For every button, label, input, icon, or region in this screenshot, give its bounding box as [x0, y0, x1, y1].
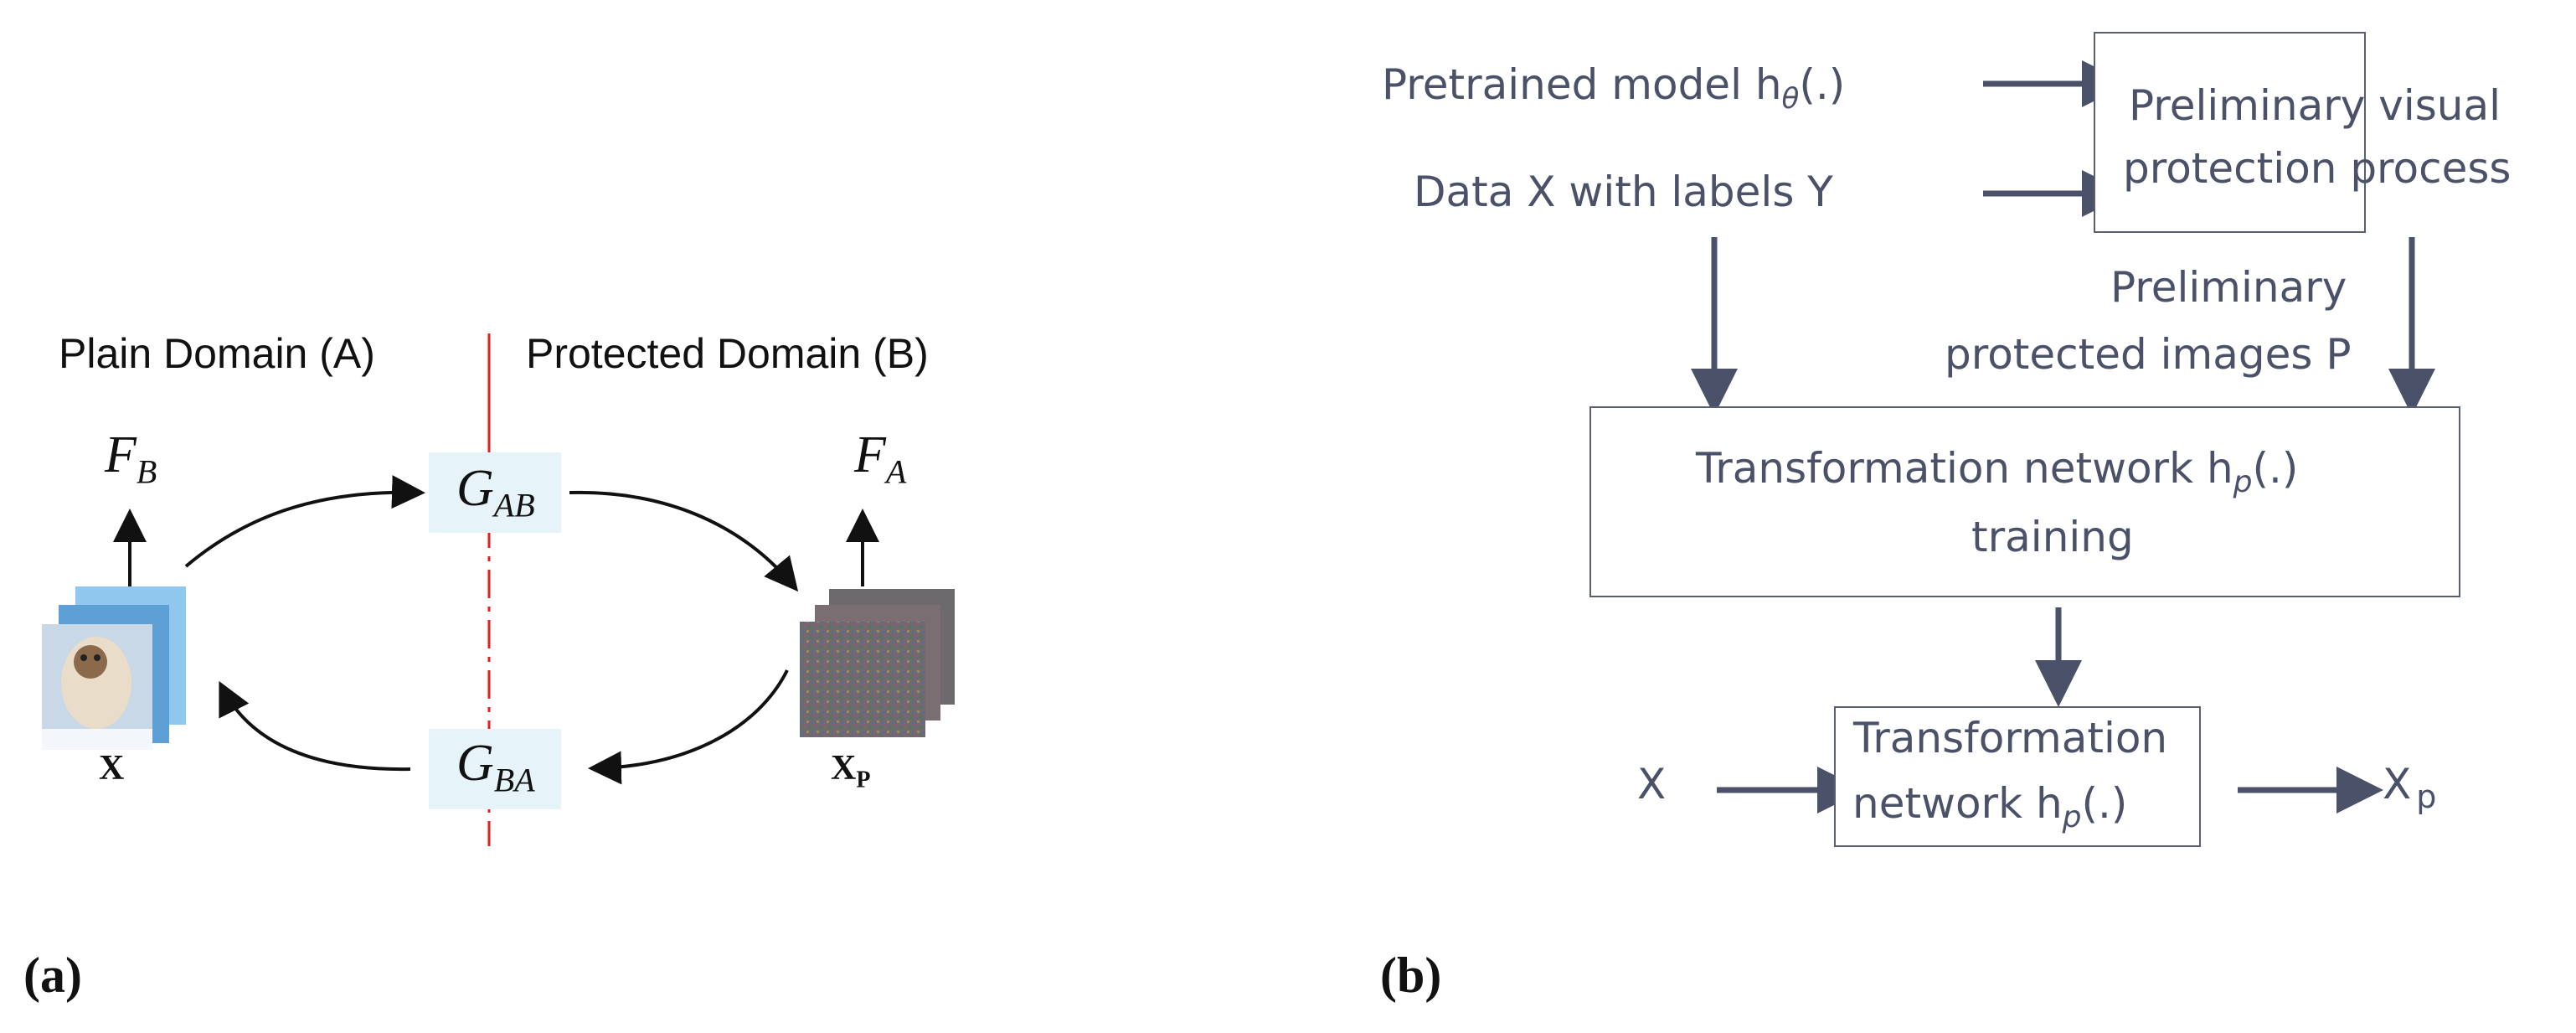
arrow-gab-to-xp	[569, 490, 799, 592]
data-label: Data X with labels Y	[1414, 168, 1833, 216]
prelim-box-line1: Preliminary visual	[2129, 81, 2501, 130]
network-line1: Transformation	[1853, 714, 2168, 762]
protected-image-stack	[800, 589, 955, 737]
caption-a: (a)	[23, 948, 82, 1003]
protected-domain-label: Protected Domain (B)	[526, 330, 929, 377]
prelim-images-line1: Preliminary	[2110, 263, 2347, 312]
g-ab-node	[429, 452, 561, 533]
network-line2: network hp(.)	[1852, 779, 2128, 834]
training-box	[1589, 406, 2460, 597]
x-input-label: X	[1637, 760, 1667, 808]
plain-image-stack	[42, 586, 186, 750]
arrow-x-to-gab	[184, 475, 425, 568]
arrow-gba-to-x	[219, 680, 411, 772]
prelim-images-line2: protected images P	[1945, 330, 2352, 379]
prelim-protection-box	[2094, 32, 2366, 233]
f-a-label: FA	[854, 426, 907, 491]
g-ab-label: GAB	[456, 460, 535, 524]
training-line2: training	[1971, 513, 2134, 561]
xp-label: XP	[831, 749, 871, 793]
g-ba-label: GBA	[456, 735, 535, 799]
network-box	[1834, 706, 2201, 847]
prelim-box-line2: protection process	[2123, 144, 2512, 193]
x-label: X	[99, 749, 125, 788]
training-line1: Transformation network hp(.)	[1696, 444, 2299, 499]
pretrained-label: Pretrained model hθ(.)	[1382, 60, 1846, 116]
plain-domain-label: Plain Domain (A)	[59, 330, 375, 377]
arrow-xp-to-gba	[588, 669, 789, 785]
caption-b: (b)	[1380, 948, 1442, 1003]
g-ba-node	[429, 729, 561, 809]
f-b-label: FB	[105, 426, 157, 491]
